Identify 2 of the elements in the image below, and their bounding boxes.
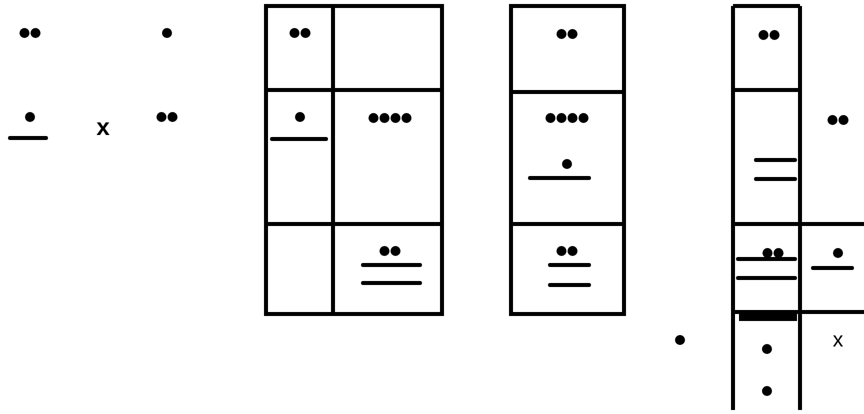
multiplication-sign: x [96,116,110,140]
multiplication-sign: x [832,330,844,350]
